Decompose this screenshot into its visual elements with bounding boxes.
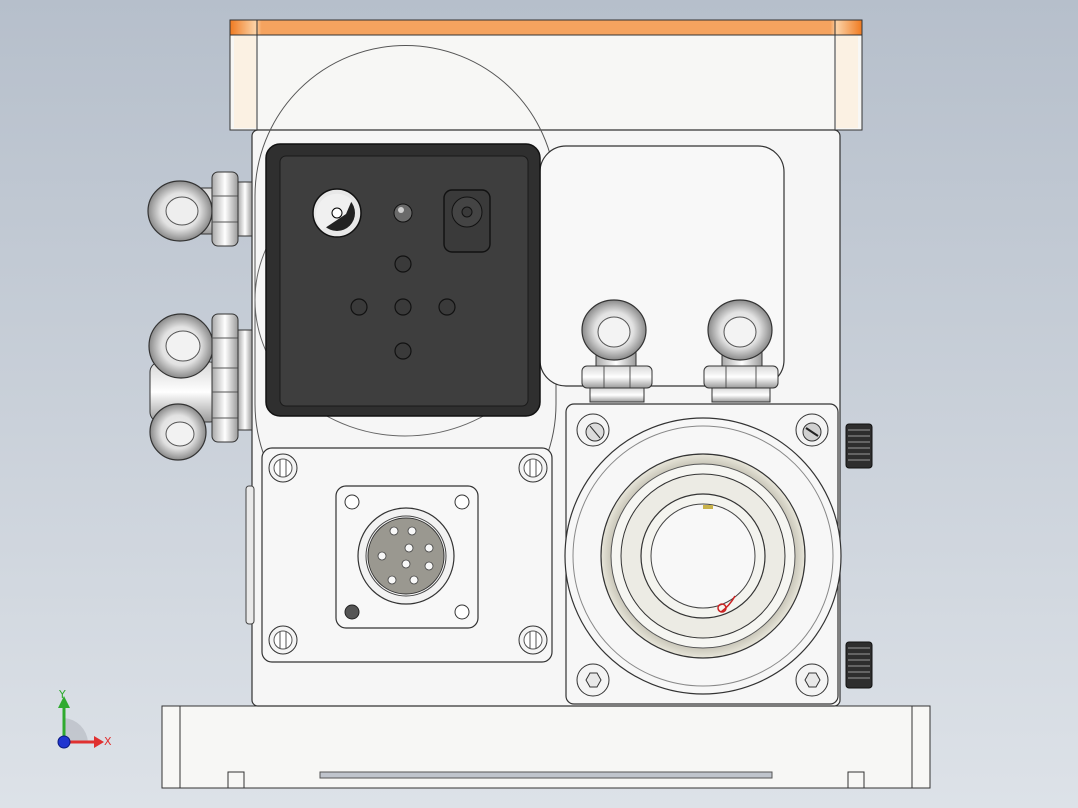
bearing-ring-icon	[600, 453, 806, 659]
countersunk-screw-icon	[518, 453, 548, 483]
hex-nut-icon	[211, 313, 253, 443]
bearing-flange	[564, 403, 842, 705]
countersunk-screw-icon	[268, 453, 298, 483]
countersunk-screw-icon	[576, 413, 610, 447]
hex-nut-icon	[211, 171, 253, 247]
base-plate	[161, 705, 931, 789]
alignment-marker	[717, 603, 727, 613]
hex-nut-icon	[703, 365, 779, 403]
left-fitting-upper	[147, 171, 253, 247]
countersunk-screw-icon	[795, 413, 829, 447]
port-hole	[350, 298, 368, 316]
hex-nut-icon	[581, 365, 653, 403]
connector-plate	[261, 447, 553, 663]
x-axis-label: X	[104, 735, 112, 748]
circular-connector	[335, 485, 479, 629]
right-fitting-left	[581, 299, 653, 403]
right-fitting-right	[703, 299, 779, 403]
y-axis-label: Y	[58, 688, 66, 701]
coordinate-triad-icon: Y X	[57, 688, 112, 749]
adjust-port	[443, 189, 491, 253]
valve-cover	[265, 143, 541, 417]
port-hole	[394, 342, 412, 360]
round-connector-icon	[312, 188, 362, 238]
indicator-led	[393, 203, 413, 223]
top-housing	[229, 19, 863, 131]
knurled-knob-icon	[845, 423, 873, 469]
countersunk-screw-icon	[576, 663, 610, 697]
port-hole	[394, 298, 412, 316]
countersunk-screw-icon	[268, 625, 298, 655]
z-axis-origin	[57, 735, 71, 749]
knurled-knob-icon	[845, 641, 873, 689]
port-hole	[438, 298, 456, 316]
port-hole	[394, 255, 412, 273]
countersunk-screw-icon	[518, 625, 548, 655]
left-fitting-lower	[148, 313, 253, 461]
countersunk-screw-icon	[795, 663, 829, 697]
